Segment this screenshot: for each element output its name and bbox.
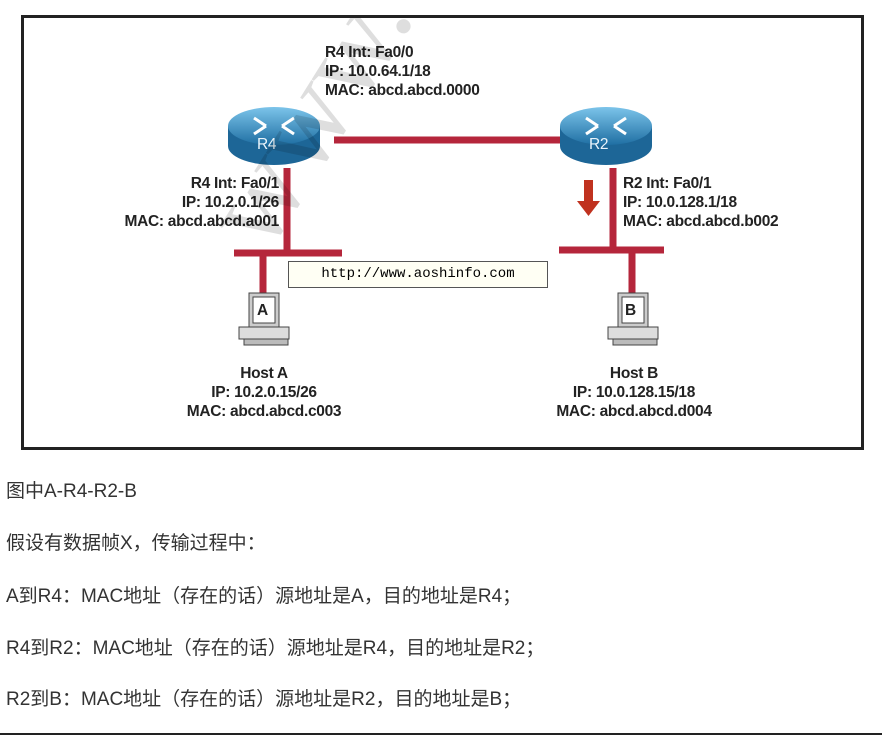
- ip: IP: 10.2.0.1/26: [181, 194, 279, 211]
- ip: IP: 10.2.0.15/26: [211, 384, 317, 401]
- text-line-2: 假设有数据帧X，传输过程中：: [6, 533, 266, 554]
- text-line-5: R2到B：MAC地址（存在的话）源地址是R2，目的地址是B；: [6, 689, 522, 710]
- router-r2-label: R2: [589, 136, 609, 153]
- r4-fa00-label: R4 Int: Fa0/0 IP: 10.0.64.1/18 MAC: abcd…: [325, 43, 480, 100]
- interface: R4 Int: Fa0/0: [325, 44, 414, 61]
- text-line-4: R4到R2：MAC地址（存在的话）源地址是R4，目的地址是R2；: [6, 638, 545, 659]
- arrow-down-icon: [577, 180, 600, 216]
- r4-fa01-label: R4 Int: Fa0/1 IP: 10.2.0.1/26 MAC: abcd.…: [54, 174, 279, 231]
- topology-graphics: [228, 107, 664, 346]
- host-b-badge: B: [625, 302, 636, 319]
- ip: IP: 10.0.128.1/18: [623, 194, 737, 211]
- mac: MAC: abcd.abcd.b002: [623, 213, 779, 230]
- interface: R4 Int: Fa0/1: [190, 175, 280, 192]
- host-a-badge: A: [257, 302, 268, 319]
- name: Host B: [609, 365, 659, 382]
- text-line-1: 图中A-R4-R2-B: [6, 481, 137, 502]
- mac: MAC: abcd.abcd.a001: [124, 213, 279, 230]
- host-b-label: Host B IP: 10.0.128.15/18 MAC: abcd.abcd…: [514, 364, 754, 421]
- text-line-3: A到R4：MAC地址（存在的话）源地址是A，目的地址是R4；: [6, 586, 522, 607]
- r2-fa01-label: R2 Int: Fa0/1 IP: 10.0.128.1/18 MAC: abc…: [623, 174, 779, 231]
- name: Host A: [240, 365, 288, 382]
- mac: MAC: abcd.abcd.d004: [556, 403, 712, 420]
- router-r2-icon: [560, 107, 652, 165]
- mac: MAC: abcd.abcd.c003: [186, 403, 342, 420]
- router-r4-icon: [228, 107, 320, 165]
- network-diagram: R4 R2 A B R4 Int: Fa0/0 IP: 10.0.64.1/18…: [21, 15, 864, 450]
- mac: MAC: abcd.abcd.0000: [325, 82, 480, 99]
- url-tooltip: http://www.aoshinfo.com: [288, 261, 548, 288]
- host-a-label: Host A IP: 10.2.0.15/26 MAC: abcd.abcd.c…: [144, 364, 384, 421]
- divider: [0, 733, 882, 735]
- interface: R2 Int: Fa0/1: [623, 175, 712, 192]
- router-r4-label: R4: [257, 136, 277, 153]
- host-a-computer-icon: [238, 292, 290, 346]
- host-b-computer-icon: [607, 292, 659, 346]
- ip: IP: 10.0.64.1/18: [325, 63, 431, 80]
- ip: IP: 10.0.128.15/18: [572, 384, 696, 401]
